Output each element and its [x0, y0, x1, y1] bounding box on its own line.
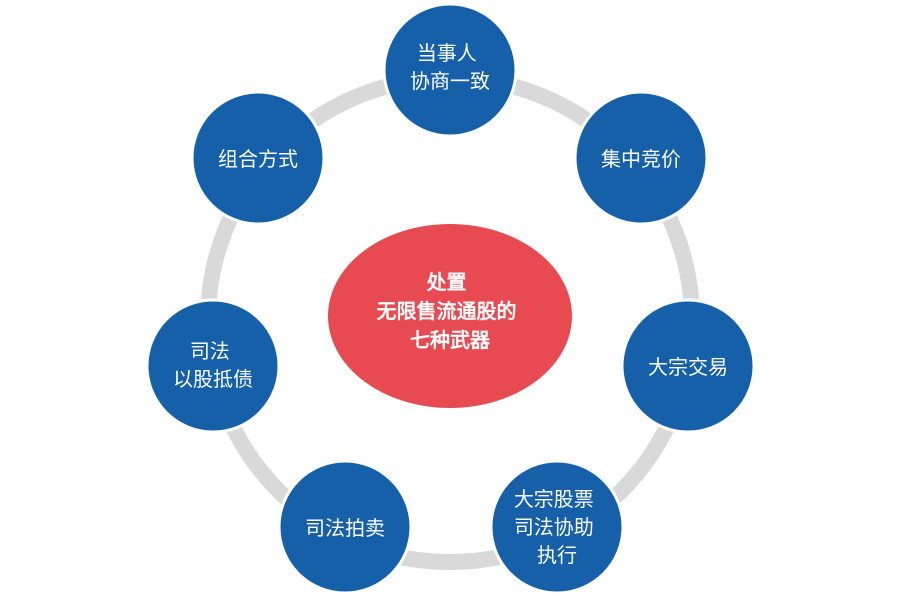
node-combination-circle [190, 90, 326, 226]
center-ellipse [328, 224, 572, 408]
node-judicial-debt-for-equity: 司法 以股抵债 [145, 298, 281, 434]
node-judicial-debt-for-equity-line-1: 司法 [190, 339, 230, 363]
node-centralized-bidding-circle [573, 90, 709, 226]
node-judicial-assisted-execution-line-3: 执行 [537, 543, 577, 567]
node-block-trade-circle [620, 298, 756, 434]
node-judicial-auction-circle [277, 459, 413, 595]
node-judicial-assisted-execution: 大宗股票 司法协助 执行 [489, 459, 625, 595]
node-combination: 组合方式 [190, 90, 326, 226]
center-title: 处置 无限售流通股的 七种武器 [377, 270, 524, 352]
node-judicial-assisted-execution-line-2: 司法协助 [514, 515, 594, 539]
node-judicial-assisted-execution-line-1: 大宗股票 [514, 487, 594, 511]
center-node: 处置 无限售流通股的 七种武器 [328, 224, 572, 408]
node-consensus: 当事人 协商一致 [382, 2, 518, 138]
node-combination-line-1: 组合方式 [218, 147, 298, 171]
node-consensus-line-2: 协商一致 [410, 69, 490, 93]
node-block-trade: 大宗交易 [620, 298, 756, 434]
node-consensus-line-1: 当事人 [417, 41, 477, 65]
node-judicial-debt-for-equity-circle [145, 298, 281, 434]
node-consensus-label: 当事人 协商一致 [410, 41, 490, 93]
node-block-trade-line-1: 大宗交易 [648, 355, 728, 379]
node-judicial-debt-for-equity-line-2: 以股抵债 [173, 367, 253, 391]
node-centralized-bidding-label: 集中竞价 [601, 147, 681, 171]
node-block-trade-label: 大宗交易 [648, 355, 728, 379]
center-line-3: 七种武器 [410, 328, 491, 352]
center-line-2: 无限售流通股的 [377, 299, 517, 323]
node-judicial-auction: 司法拍卖 [277, 459, 413, 595]
node-judicial-assisted-execution-label: 大宗股票 司法协助 执行 [514, 487, 600, 567]
node-centralized-bidding: 集中竞价 [573, 90, 709, 226]
node-judicial-debt-for-equity-label: 司法 以股抵债 [173, 339, 253, 391]
node-judicial-assisted-execution-circle [489, 459, 625, 595]
node-consensus-circle [382, 2, 518, 138]
node-centralized-bidding-line-1: 集中竞价 [601, 147, 681, 171]
node-combination-label: 组合方式 [218, 147, 298, 171]
node-judicial-auction-line-1: 司法拍卖 [305, 516, 385, 540]
node-judicial-auction-label: 司法拍卖 [305, 516, 385, 540]
center-line-1: 处置 [426, 270, 467, 294]
